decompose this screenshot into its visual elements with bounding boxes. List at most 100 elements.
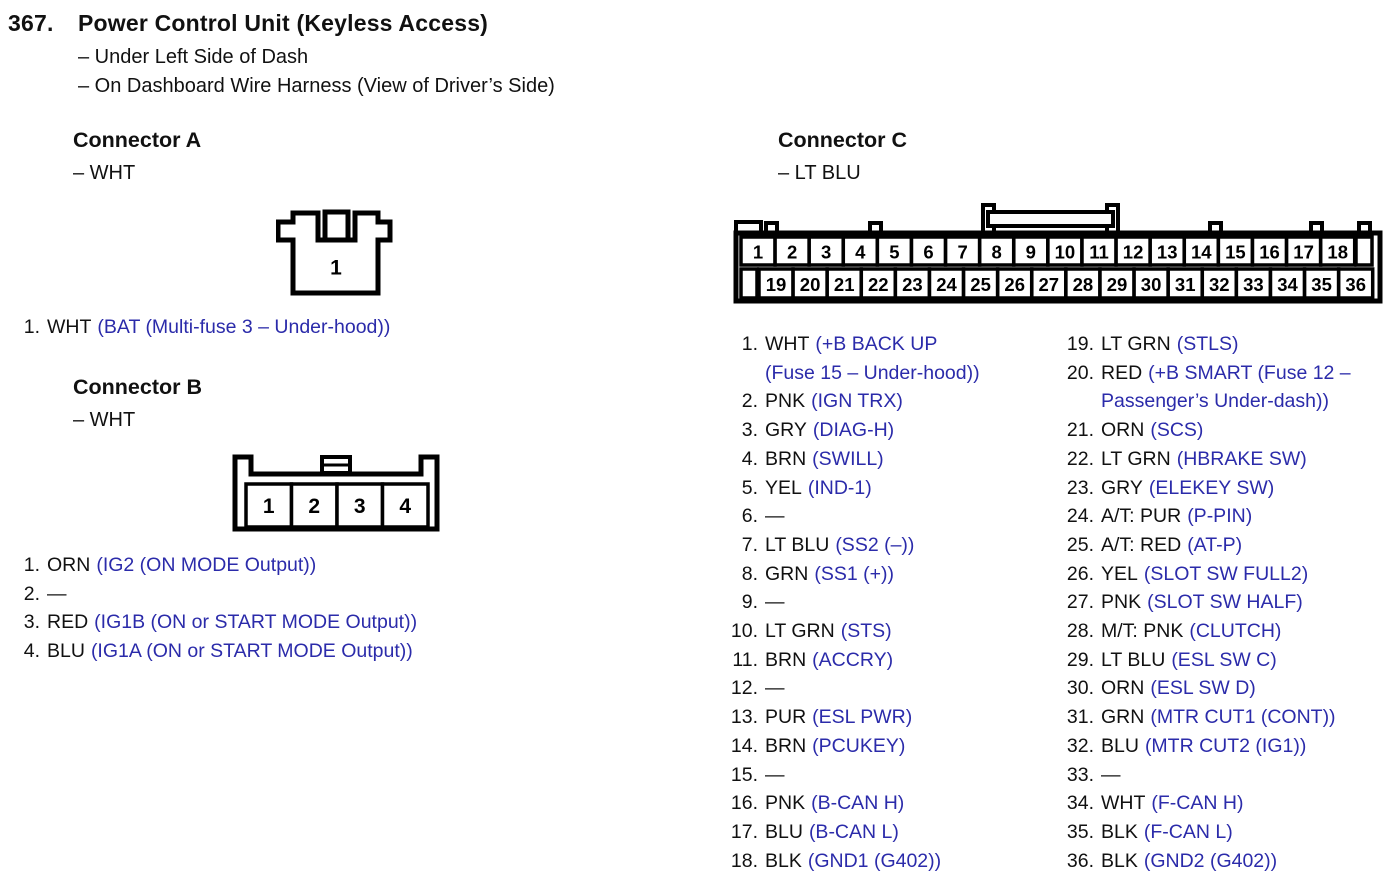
cavity-number: 19	[766, 274, 787, 295]
cavity-number: 31	[1175, 274, 1196, 295]
pin-text: LT GRN(STS)	[765, 617, 1056, 646]
pin-text: BLU(IG1A (ON or START MODE Output))	[47, 637, 417, 666]
location-line-1: – Under Left Side of Dash	[78, 46, 309, 68]
pin-row: 31. GRN(MTR CUT1 (CONT))	[1062, 703, 1390, 732]
wire-color-code: LT GRN	[765, 620, 835, 643]
pin-row: 34. WHT(F-CAN H)	[1062, 789, 1390, 818]
pin-row: 9. —	[726, 588, 1056, 617]
pin-function: (IGN TRX)	[811, 390, 903, 413]
pin-function: (GND1 (G402))	[807, 849, 942, 872]
pin-text: BRN(ACCRY)	[765, 646, 1056, 675]
wire-color-code: GRN	[765, 562, 809, 585]
pin-text: A/T: PUR(P-PIN)	[1101, 502, 1390, 531]
pin-number: 21.	[1066, 419, 1094, 442]
pin-row: 33. —	[1062, 761, 1390, 790]
pin-row: 16. PNK(B-CAN H)	[726, 789, 1056, 818]
connector-c-pin-list-right: 19. LT GRN(STLS) 20. RED(+B SMART (Fuse …	[1062, 330, 1390, 875]
pin-text: PNK(IGN TRX)	[765, 387, 1056, 416]
wire-color-code: M/T: PNK	[1101, 620, 1184, 643]
cavity-number: 16	[1259, 242, 1280, 263]
connector-a-heading: Connector A	[73, 128, 202, 152]
connector-a-pin-list: 1. WHT(BAT (Multi-fuse 3 – Under-hood))	[18, 313, 391, 342]
cavity-number: 22	[868, 274, 889, 295]
pin-row: 20. RED(+B SMART (Fuse 12 – Passenger’s …	[1062, 359, 1390, 416]
pin-number: 5.	[741, 476, 758, 499]
section-number: 367.	[8, 10, 54, 36]
pin-row: 8. GRN(SS1 (+))	[726, 560, 1056, 589]
pin-row: 25. A/T: RED(AT-P)	[1062, 531, 1390, 560]
pin-text: YEL(IND-1)	[765, 474, 1056, 503]
cavity-number: 10	[1055, 242, 1076, 263]
pin-number: 29.	[1066, 648, 1094, 671]
cavity-cell	[791, 267, 829, 300]
cavity-number: 34	[1277, 274, 1298, 295]
wire-color-code: —	[1101, 763, 1121, 786]
location-line-2: – On Dashboard Wire Harness (View of Dri…	[78, 75, 555, 97]
pin-function: (B-CAN H)	[811, 792, 905, 815]
cavity-number: 12	[1123, 242, 1144, 263]
pin-text: BLU(MTR CUT2 (IG1))	[1101, 732, 1390, 761]
wire-color-code: PNK	[1101, 591, 1142, 614]
pin-text: ORN(SCS)	[1101, 416, 1390, 445]
pin-row: 23. GRY(ELEKEY SW)	[1062, 474, 1390, 503]
pin-number: 28.	[1066, 620, 1094, 643]
pin-row: 26. YEL(SLOT SW FULL2)	[1062, 560, 1390, 589]
pin-text: M/T: PNK(CLUTCH)	[1101, 617, 1390, 646]
pin-text: —	[47, 580, 417, 609]
wire-color-code: ORN	[47, 554, 91, 576]
wire-color-code: BLU	[47, 640, 85, 663]
pin-text: PUR(ESL PWR)	[765, 703, 1056, 732]
pin-number: 10.	[730, 620, 758, 643]
wire-color-code: YEL	[1101, 562, 1138, 585]
connector-c-color: – LT BLU	[778, 162, 861, 184]
pin-number: 36.	[1066, 849, 1094, 872]
cavity-number: 26	[1004, 274, 1025, 295]
wire-color-code: GRY	[1101, 476, 1143, 499]
connector-a-color: – WHT	[73, 162, 136, 184]
cavity-number: 7	[957, 242, 967, 263]
cavity-cell	[1080, 235, 1118, 267]
pin-row: 24. A/T: PUR(P-PIN)	[1062, 502, 1390, 531]
pin-text: PNK(SLOT SW HALF)	[1101, 588, 1390, 617]
cavity-number: 18	[1327, 242, 1348, 263]
pin-row: 21. ORN(SCS)	[1062, 416, 1390, 445]
pin-function: (HBRAKE SW)	[1176, 447, 1307, 470]
pin-text: GRY(DIAG-H)	[765, 416, 1056, 445]
wire-color-code: PNK	[765, 792, 806, 815]
pin-row: 22. LT GRN(HBRAKE SW)	[1062, 445, 1390, 474]
cavity-number: 20	[800, 274, 821, 295]
pin-text: WHT(BAT (Multi-fuse 3 – Under-hood))	[47, 313, 390, 342]
wire-color-code: RED	[1101, 361, 1143, 384]
pin-number: 24.	[1066, 505, 1094, 528]
pin-row: 19. LT GRN(STLS)	[1062, 330, 1390, 359]
cavity-number: 25	[970, 274, 991, 295]
pin-row: 10. LT GRN(STS)	[726, 617, 1056, 646]
pin-row: 3. GRY(DIAG-H)	[726, 416, 1056, 445]
wire-color-code: —	[765, 763, 785, 786]
pin-function: (F-CAN L)	[1143, 820, 1233, 843]
pin-row: 1. ORN(IG2 (ON MODE Output))	[18, 551, 417, 580]
connector-a-diagram: 1	[276, 209, 393, 296]
cavity-number: 32	[1209, 274, 1230, 295]
cavity-number: 27	[1039, 274, 1060, 295]
pin-number: 4.	[741, 447, 758, 470]
wire-color-code: BLK	[765, 849, 802, 872]
pin-function: (+B SMART (Fuse 12 – Passenger’s Under-d…	[1101, 361, 1351, 413]
pin-text: ORN(IG2 (ON MODE Output))	[47, 551, 417, 580]
pin-function: (ESL PWR)	[812, 706, 913, 729]
pin-text: ORN(ESL SW D)	[1101, 674, 1390, 703]
connector-b-heading: Connector B	[73, 375, 202, 399]
pin-row: 28. M/T: PNK(CLUTCH)	[1062, 617, 1390, 646]
cavity-number: 11	[1089, 242, 1109, 263]
pin-function: (BAT (Multi-fuse 3 – Under-hood))	[97, 316, 391, 338]
pin-function: (ACCRY)	[812, 648, 894, 671]
wire-color-code: GRY	[765, 419, 807, 442]
cavity-number: 29	[1107, 274, 1128, 295]
wire-color-code: PNK	[765, 390, 806, 413]
cavity-cell	[244, 482, 294, 529]
cavity-cell	[977, 235, 1016, 267]
pin-text: BLK(GND2 (G402))	[1101, 847, 1390, 876]
pin-number: 14.	[730, 734, 758, 757]
cavity-number: 2	[787, 242, 797, 263]
